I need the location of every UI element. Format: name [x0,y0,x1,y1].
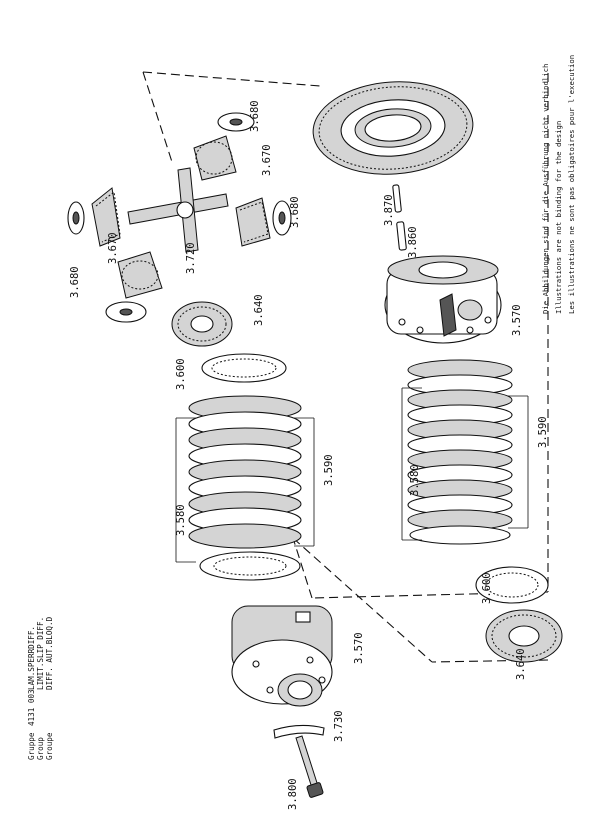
bracket-3580-right [401,387,422,541]
label-3870: 3.870 [383,194,395,226]
label-3570-right: 3.570 [511,304,523,336]
header-group-number: 4131 003 [27,689,36,726]
bracket-3580-left [175,417,196,563]
bolt [295,735,324,798]
pin-3860 [396,221,407,251]
header-group-label-en: Group [36,737,45,760]
header-group-label-de: Gruppe [27,732,36,760]
label-3680-top: 3.680 [249,100,261,132]
bracket-3590-right [508,395,529,529]
header-group-label-fr: Groupe [45,732,54,760]
pinion-gear-top-right [193,135,237,181]
label-3600-left: 3.600 [175,358,187,390]
label-3570-left: 3.570 [353,632,365,664]
label-3580-left: 3.580 [175,504,187,536]
label-3670-top: 3.670 [261,144,273,176]
label-3590-right: 3.590 [537,416,549,448]
thrust-washer-right [475,566,549,604]
label-3720: 3.720 [185,242,197,274]
pinion-gear-top-left [91,187,121,247]
label-3670-left: 3.670 [107,232,119,264]
label-3640-left: 3.640 [253,294,265,326]
header-title-en: LIMIT.SLIP DIFF. [36,617,45,690]
bracket-3590-left [294,417,315,547]
pinion-gear-mid-right [235,197,271,247]
label-3600-right: 3.600 [481,572,493,604]
label-3580-right: 3.580 [409,464,421,496]
disclaimer-de: Die Abbildungen sind für die Ausführung … [541,64,550,314]
washer-top-left [67,201,85,235]
assembly-boundary-dashed-line [142,71,549,663]
ring-gear [312,81,474,175]
disclaimer-en: Illustrations are not binding for the de… [554,121,563,314]
label-3680-mid: 3.680 [289,196,301,228]
pin-3870 [392,184,402,213]
washer-top-right [217,112,255,132]
lock-plate [273,724,325,739]
housing-left [231,605,333,707]
thrust-washer-left [201,353,287,383]
header-title-de: LAM.SPERRDIFF. [27,626,36,690]
washer-bottom-left [105,301,147,323]
side-gear-left [171,301,233,347]
side-gear-right [485,609,563,663]
housing-right [384,255,502,344]
header-title-fr: DIFF. AUT.BLOQ.D [45,616,54,690]
washer-mid-right [272,200,292,236]
label-3730: 3.730 [333,710,345,742]
pinion-gear-bottom-left [117,251,163,299]
clutch-pack-left [188,395,302,581]
cross-shaft [127,167,229,253]
label-3590-left: 3.590 [323,454,335,486]
clutch-pack-right [407,359,513,545]
label-3640-right: 3.640 [515,648,527,680]
label-3680-left: 3.680 [69,266,81,298]
label-3860: 3.860 [407,226,419,258]
label-3800: 3.800 [287,778,299,810]
disclaimer-fr: Les illustrations ne sont pas obligatoir… [567,55,576,314]
